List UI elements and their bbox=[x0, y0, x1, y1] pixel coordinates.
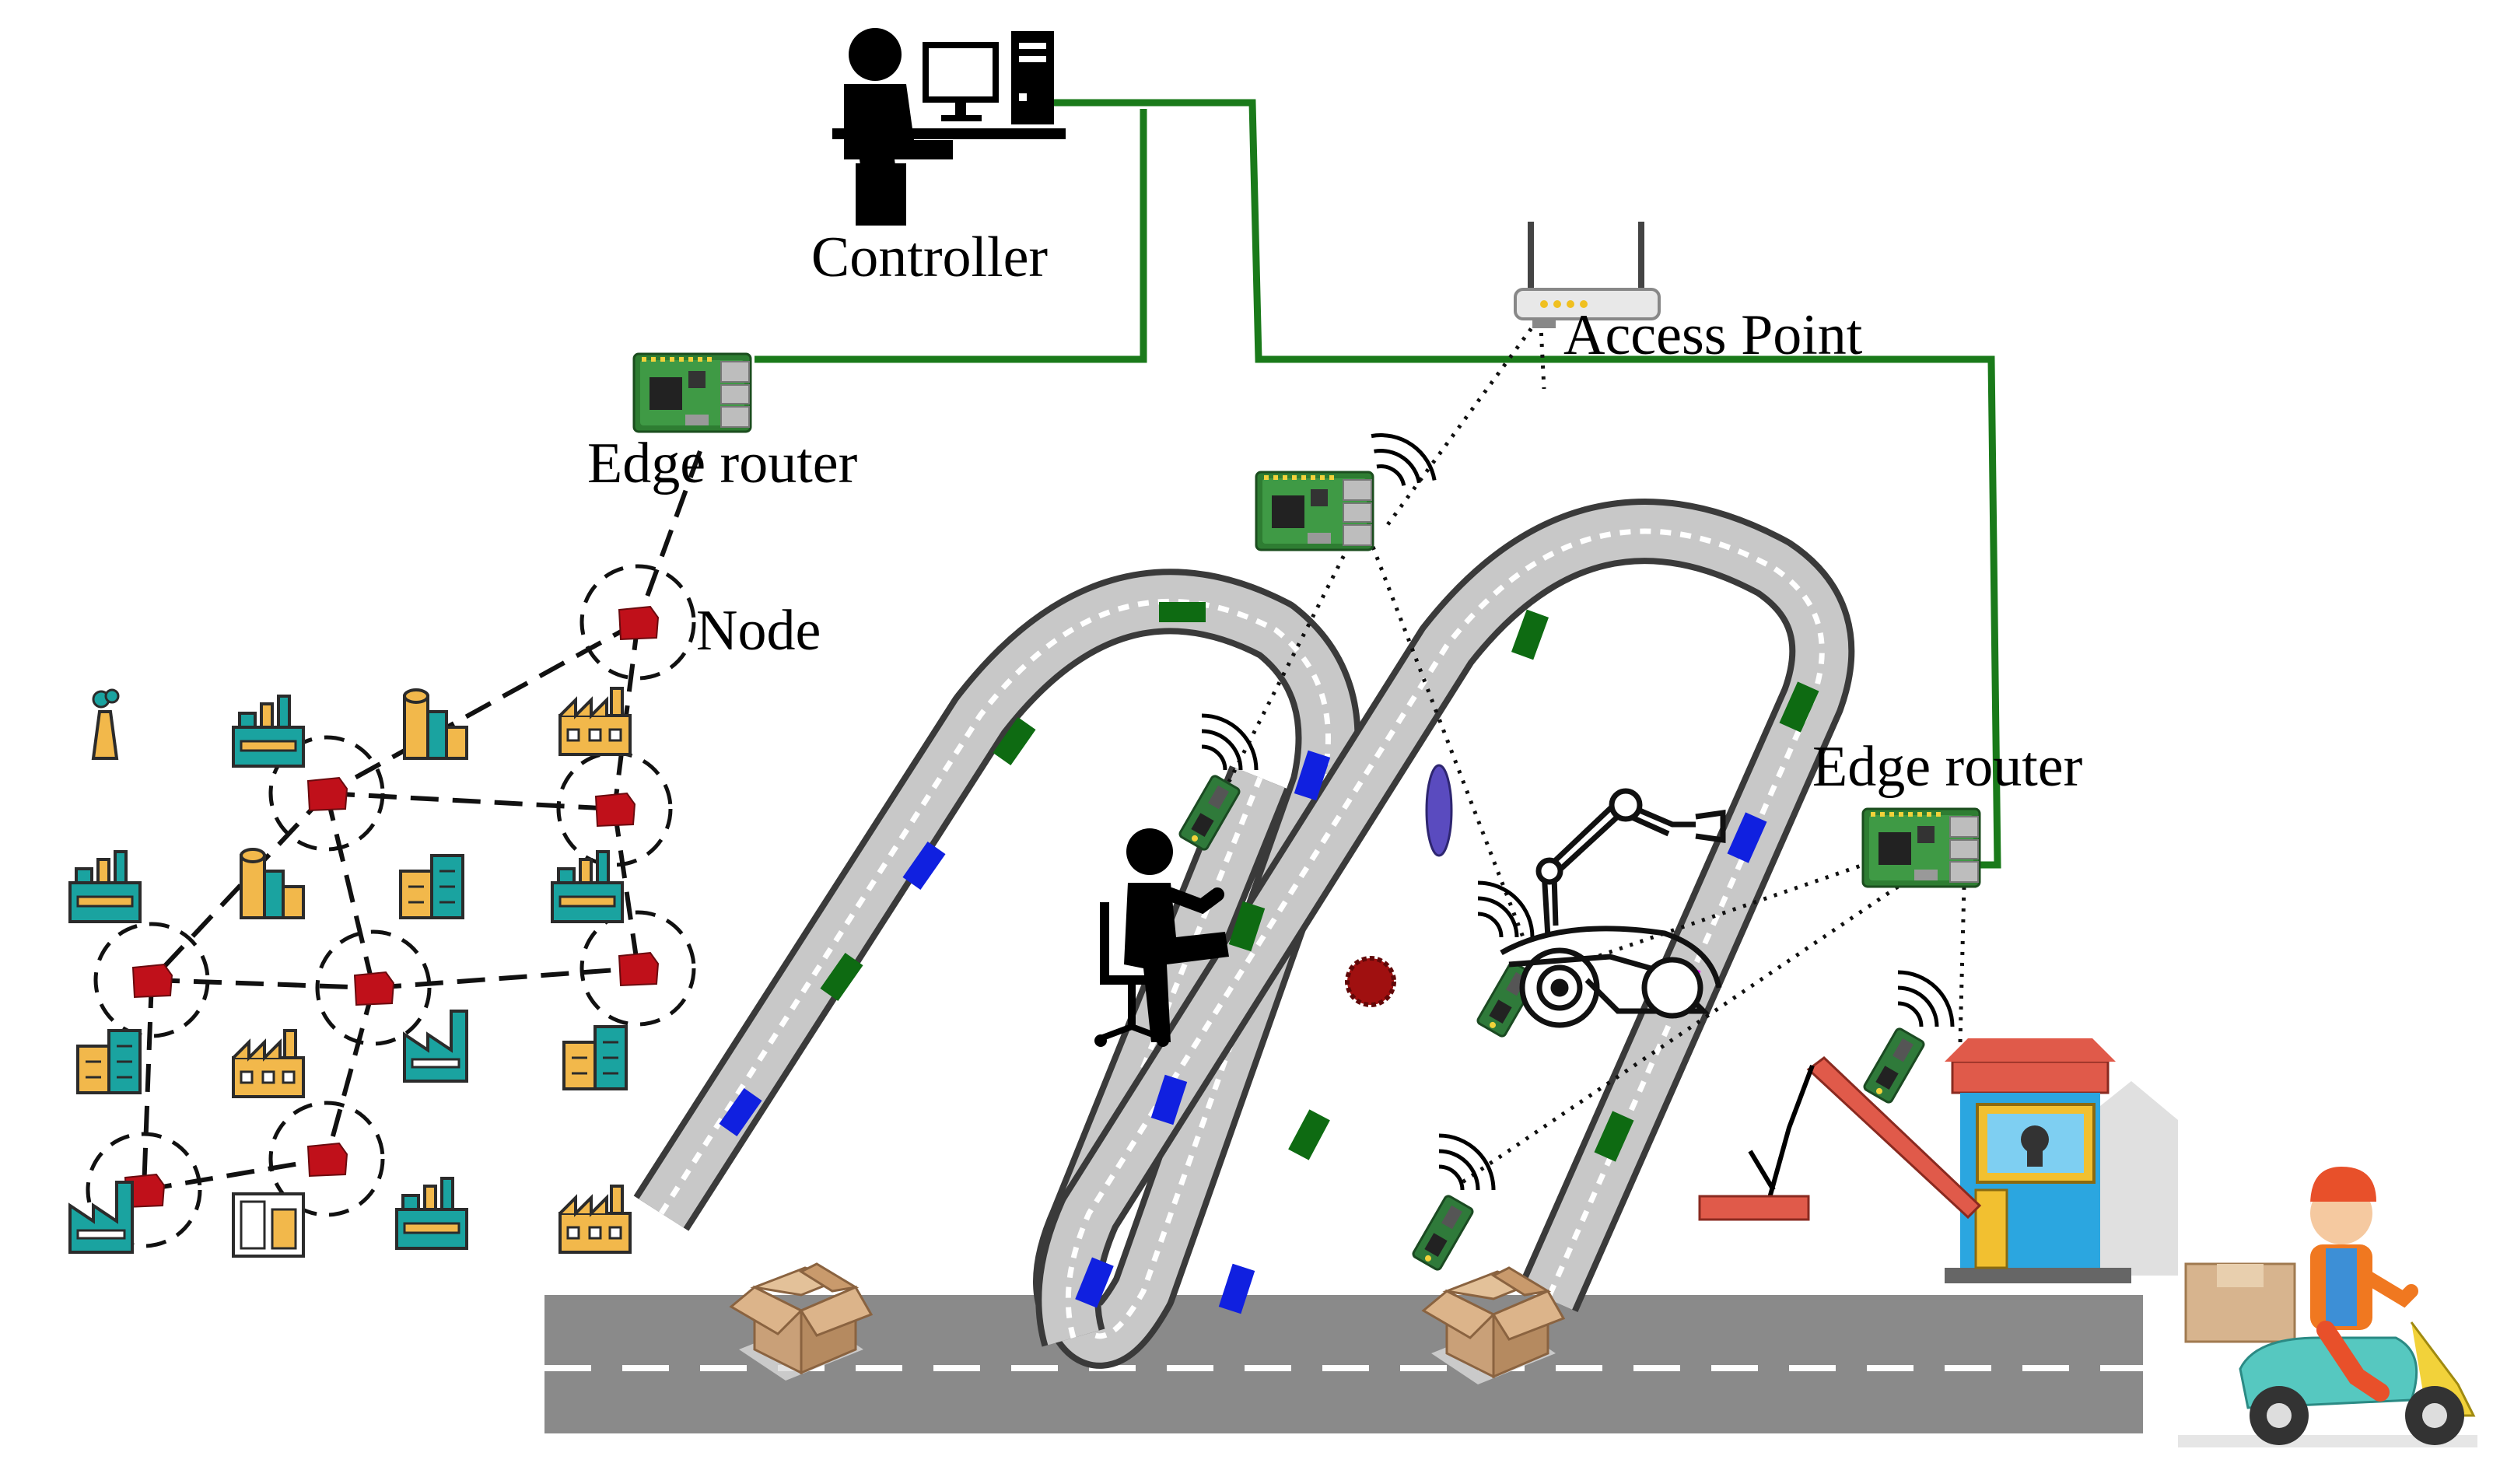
delivery-scooter-icon bbox=[2178, 1167, 2477, 1447]
sensor-board-icon bbox=[1863, 1027, 1925, 1104]
controller-station: Controller bbox=[811, 28, 1066, 289]
access-point: Access Point bbox=[1515, 222, 1863, 367]
factory-icon bbox=[233, 1031, 303, 1097]
wireless-signal-icon bbox=[1898, 972, 1952, 1027]
factory-icon bbox=[552, 852, 622, 922]
factory-icon bbox=[404, 1011, 467, 1081]
toll-booth bbox=[1700, 1038, 2178, 1283]
edge-router-right: Edge router bbox=[1812, 735, 2082, 887]
wireless-signal-icon bbox=[1202, 716, 1256, 770]
factory-icon bbox=[233, 696, 303, 766]
edge-router-board-icon bbox=[1256, 472, 1373, 550]
wireless-signal-icon bbox=[1478, 883, 1532, 937]
edge-router-left-label: Edge router bbox=[587, 432, 857, 495]
factory-icon bbox=[560, 1186, 630, 1252]
tag-green bbox=[1288, 1109, 1330, 1160]
node-label: Node bbox=[696, 599, 821, 663]
factory-icon bbox=[241, 849, 303, 918]
computer-icon bbox=[926, 31, 1054, 124]
factory-icon bbox=[93, 690, 118, 758]
tag-purple bbox=[1427, 765, 1451, 856]
edge-router-right-label: Edge router bbox=[1812, 735, 2082, 799]
desk bbox=[832, 128, 1066, 139]
factory-icon bbox=[397, 1178, 467, 1248]
barrier-gate-icon bbox=[1976, 1190, 2007, 1268]
sensor-board-icon bbox=[1412, 1195, 1474, 1271]
edge-router-left: Edge router bbox=[587, 354, 857, 495]
factory-icon bbox=[560, 688, 630, 754]
factory-icon bbox=[233, 1194, 303, 1256]
wireless-signal-icon bbox=[1371, 426, 1434, 489]
access-point-label: Access Point bbox=[1563, 303, 1863, 367]
factory-icon bbox=[78, 1031, 140, 1093]
wireless-gateway-board bbox=[1256, 426, 1434, 550]
edge-router-board-icon bbox=[634, 354, 751, 432]
factory-icon bbox=[404, 690, 467, 758]
edge-router-board-icon bbox=[1863, 809, 1980, 887]
tag-darkred bbox=[1347, 958, 1394, 1005]
factory-icon bbox=[564, 1027, 626, 1089]
controller-label: Controller bbox=[811, 226, 1048, 289]
factory-icon bbox=[401, 856, 463, 918]
tag-green bbox=[1159, 602, 1206, 622]
factory-icon bbox=[70, 1182, 132, 1252]
factory-icon bbox=[70, 852, 140, 922]
